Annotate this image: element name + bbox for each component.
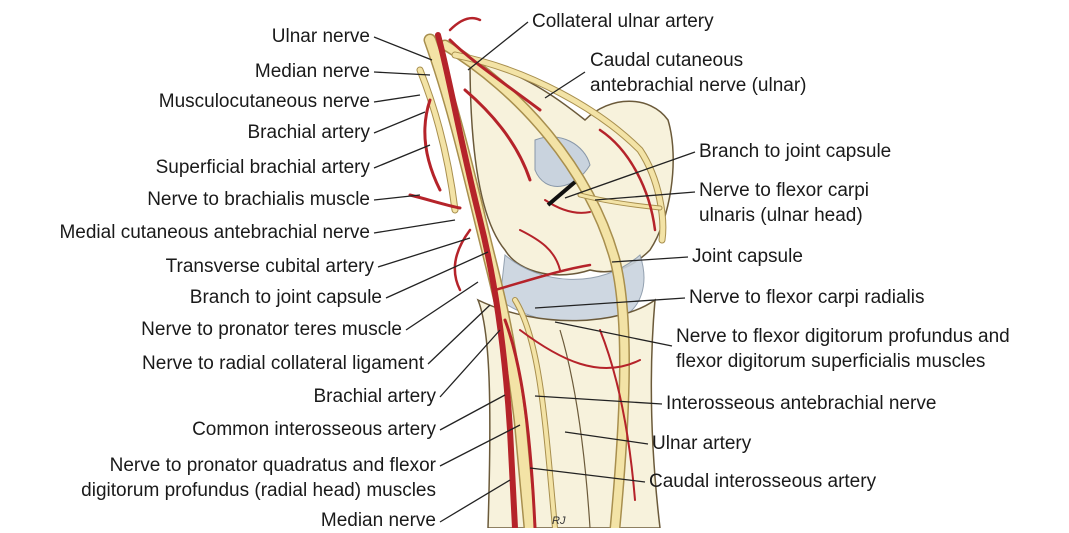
label-nerve-to-fcu-line1: Nerve to flexor carpi	[699, 180, 869, 201]
label-medial-cutaneous-antebrachial-nerve: Medial cutaneous antebrachial nerve	[59, 222, 370, 243]
label-median-nerve-2: Median nerve	[321, 510, 436, 528]
label-nerve-to-brachialis: Nerve to brachialis muscle	[147, 189, 370, 210]
label-interosseous-antebrachial-nerve: Interosseous antebrachial nerve	[666, 393, 936, 414]
label-nerve-to-pronator-teres: Nerve to pronator teres muscle	[141, 319, 402, 340]
label-branch-to-joint-capsule-left: Branch to joint capsule	[190, 287, 382, 308]
label-brachial-artery-2: Brachial artery	[314, 386, 437, 407]
label-common-interosseous-artery: Common interosseous artery	[192, 419, 436, 440]
label-musculocutaneous-nerve: Musculocutaneous nerve	[159, 91, 370, 112]
label-caudal-interosseous-artery: Caudal interosseous artery	[649, 471, 877, 492]
label-nerve-to-pronator-quadratus-line1: Nerve to pronator quadratus and flexor	[110, 455, 437, 476]
label-superficial-brachial-artery: Superficial brachial artery	[156, 157, 371, 178]
label-ulnar-nerve: Ulnar nerve	[272, 26, 370, 47]
label-nerve-to-fcr: Nerve to flexor carpi radialis	[689, 287, 924, 308]
label-ulnar-artery: Ulnar artery	[652, 433, 752, 454]
label-nerve-to-fdp-line2: flexor digitorum superficialis muscles	[676, 351, 985, 372]
label-median-nerve: Median nerve	[255, 61, 370, 82]
label-nerve-to-pronator-quadratus-line2: digitorum profundus (radial head) muscle…	[81, 480, 436, 501]
label-nerve-to-fdp-line1: Nerve to flexor digitorum profundus and	[676, 326, 1010, 347]
label-caudal-cutaneous-line1: Caudal cutaneous	[590, 50, 743, 71]
label-caudal-cutaneous-line2: antebrachial nerve (ulnar)	[590, 75, 807, 96]
label-transverse-cubital-artery: Transverse cubital artery	[166, 256, 375, 277]
label-branch-to-joint-capsule-right: Branch to joint capsule	[699, 141, 891, 162]
label-brachial-artery: Brachial artery	[248, 122, 371, 143]
label-collateral-ulnar-artery: Collateral ulnar artery	[532, 11, 714, 32]
label-joint-capsule: Joint capsule	[692, 246, 803, 267]
artist-signature: RJ	[552, 515, 566, 527]
label-nerve-to-radial-collateral-ligament: Nerve to radial collateral ligament	[142, 353, 425, 374]
label-nerve-to-fcu-line2: ulnaris (ulnar head)	[699, 205, 863, 226]
